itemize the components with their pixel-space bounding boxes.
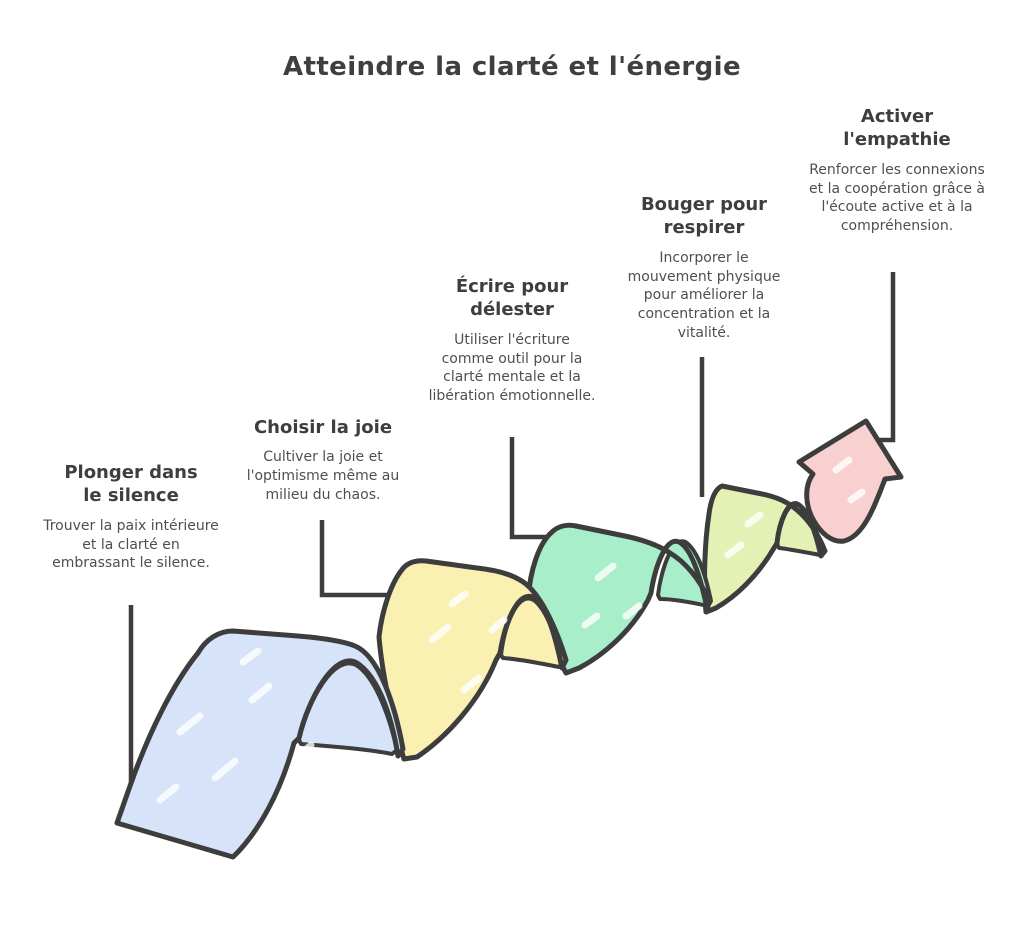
step-2-ribbon-segment xyxy=(376,558,569,762)
texture-marks xyxy=(428,590,508,694)
step-4-ribbon-segment xyxy=(702,483,828,615)
step-2-label-block: Choisir la joie Cultiver la joie et l'op… xyxy=(226,416,420,505)
step-5-heading: Activer l'empathie xyxy=(843,106,951,151)
step-4-band xyxy=(702,483,828,615)
step-5-label-block: Activer l'empathie Renforcer les connexi… xyxy=(805,105,989,236)
step-2-description: Cultiver la joie et l'optimisme même au … xyxy=(246,449,400,503)
texture-marks xyxy=(724,511,764,559)
texture-marks xyxy=(832,456,866,504)
step-3-label-block: Écrire pour délester Utiliser l'écriture… xyxy=(428,275,596,406)
step-3-band xyxy=(525,522,713,676)
step-4-label-block: Bouger pour respirer Incorporer le mouve… xyxy=(620,193,788,343)
step-1-description: Trouver la paix intérieure et la clarté … xyxy=(43,517,219,572)
arrow-shape xyxy=(796,418,904,544)
step-5-arrow-segment xyxy=(796,418,904,544)
step-1-ribbon-segment xyxy=(114,628,406,860)
step-3-heading: Écrire pour délester xyxy=(455,276,569,321)
step-3-ribbon-segment xyxy=(525,522,713,676)
step-4-heading: Bouger pour respirer xyxy=(640,194,768,239)
step-5-description: Renforcer les connexions et la coopérati… xyxy=(809,161,985,235)
step-4-description: Incorporer le mouvement physique pour am… xyxy=(627,249,781,341)
step-1-band xyxy=(114,628,406,860)
step-1-heading: Plonger dans le silence xyxy=(64,462,198,507)
step-2-band xyxy=(376,558,569,762)
step-2-connector-line xyxy=(319,520,388,598)
diagram-title: Atteindre la clarté et l'énergie xyxy=(282,52,741,82)
texture-marks xyxy=(581,562,643,629)
step-1-label-block: Plonger dans le silence Trouver la paix … xyxy=(42,461,220,573)
connector-lines xyxy=(128,272,896,786)
step-3-connector-line xyxy=(509,437,574,540)
texture-marks xyxy=(156,647,315,804)
step-3-fold-back xyxy=(656,539,713,608)
step-2-heading: Choisir la joie xyxy=(253,417,393,438)
step-3-description: Utiliser l'écriture comme outil pour la … xyxy=(428,331,596,405)
step-5-connector-line xyxy=(877,272,896,443)
